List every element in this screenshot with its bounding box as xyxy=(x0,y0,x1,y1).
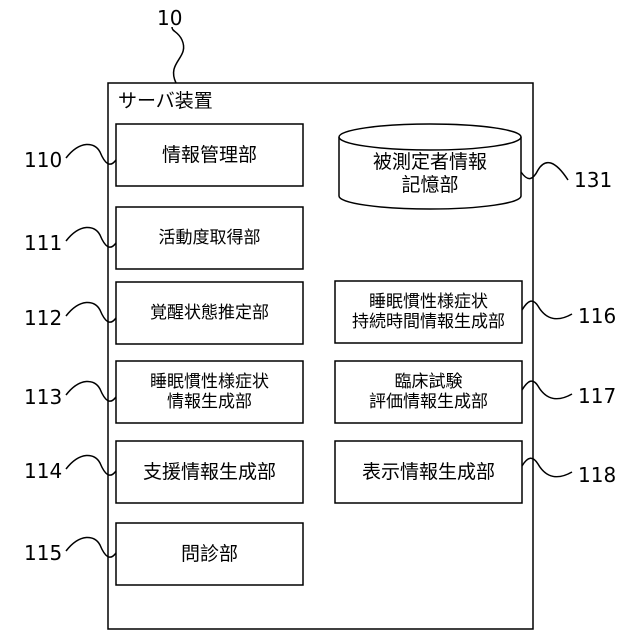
storage-label-131-line2: 記憶部 xyxy=(401,174,458,197)
leader-line-117 xyxy=(522,381,572,399)
unit-label-116-line1: 睡眠慣性様症状 xyxy=(369,292,488,312)
unit-label-113-line1: 睡眠慣性様症状 xyxy=(150,372,269,392)
unit-label-117: 臨床試験 評価情報生成部 xyxy=(335,361,522,423)
unit-label-118: 表示情報生成部 xyxy=(335,441,522,503)
ref-115: 115 xyxy=(24,543,62,563)
unit-label-116-line2: 持続時間情報生成部 xyxy=(352,312,505,332)
unit-label-114: 支援情報生成部 xyxy=(116,441,303,503)
unit-label-116: 睡眠慣性様症状 持続時間情報生成部 xyxy=(335,281,522,343)
ref-117: 117 xyxy=(578,386,616,406)
ref-110: 110 xyxy=(24,150,62,170)
unit-label-110: 情報管理部 xyxy=(116,124,303,186)
unit-label-112: 覚醒状態推定部 xyxy=(116,282,303,344)
leader-line-116 xyxy=(522,301,572,319)
ref-10: 10 xyxy=(157,8,182,28)
unit-label-113: 睡眠慣性様症状 情報生成部 xyxy=(116,361,303,423)
ref-113: 113 xyxy=(24,387,62,407)
unit-label-111: 活動度取得部 xyxy=(116,207,303,269)
ref-116: 116 xyxy=(578,306,616,326)
unit-label-113-line2: 情報生成部 xyxy=(167,392,252,412)
storage-label-131-line1: 被測定者情報 xyxy=(373,151,487,174)
unit-label-115: 問診部 xyxy=(116,523,303,585)
ref-111: 111 xyxy=(24,233,62,253)
storage-label-131: 被測定者情報 記憶部 xyxy=(339,145,521,203)
unit-label-117-line1: 臨床試験 xyxy=(395,372,463,392)
ref-131: 131 xyxy=(574,170,612,190)
ref-112: 112 xyxy=(24,308,62,328)
ref-118: 118 xyxy=(578,465,616,485)
leader-line-118 xyxy=(522,458,572,476)
unit-label-117-line2: 評価情報生成部 xyxy=(369,392,488,412)
leader-line-131 xyxy=(521,163,568,180)
leader-line-10 xyxy=(172,27,184,83)
ref-114: 114 xyxy=(24,461,62,481)
device-title: サーバ装置 xyxy=(118,88,213,114)
